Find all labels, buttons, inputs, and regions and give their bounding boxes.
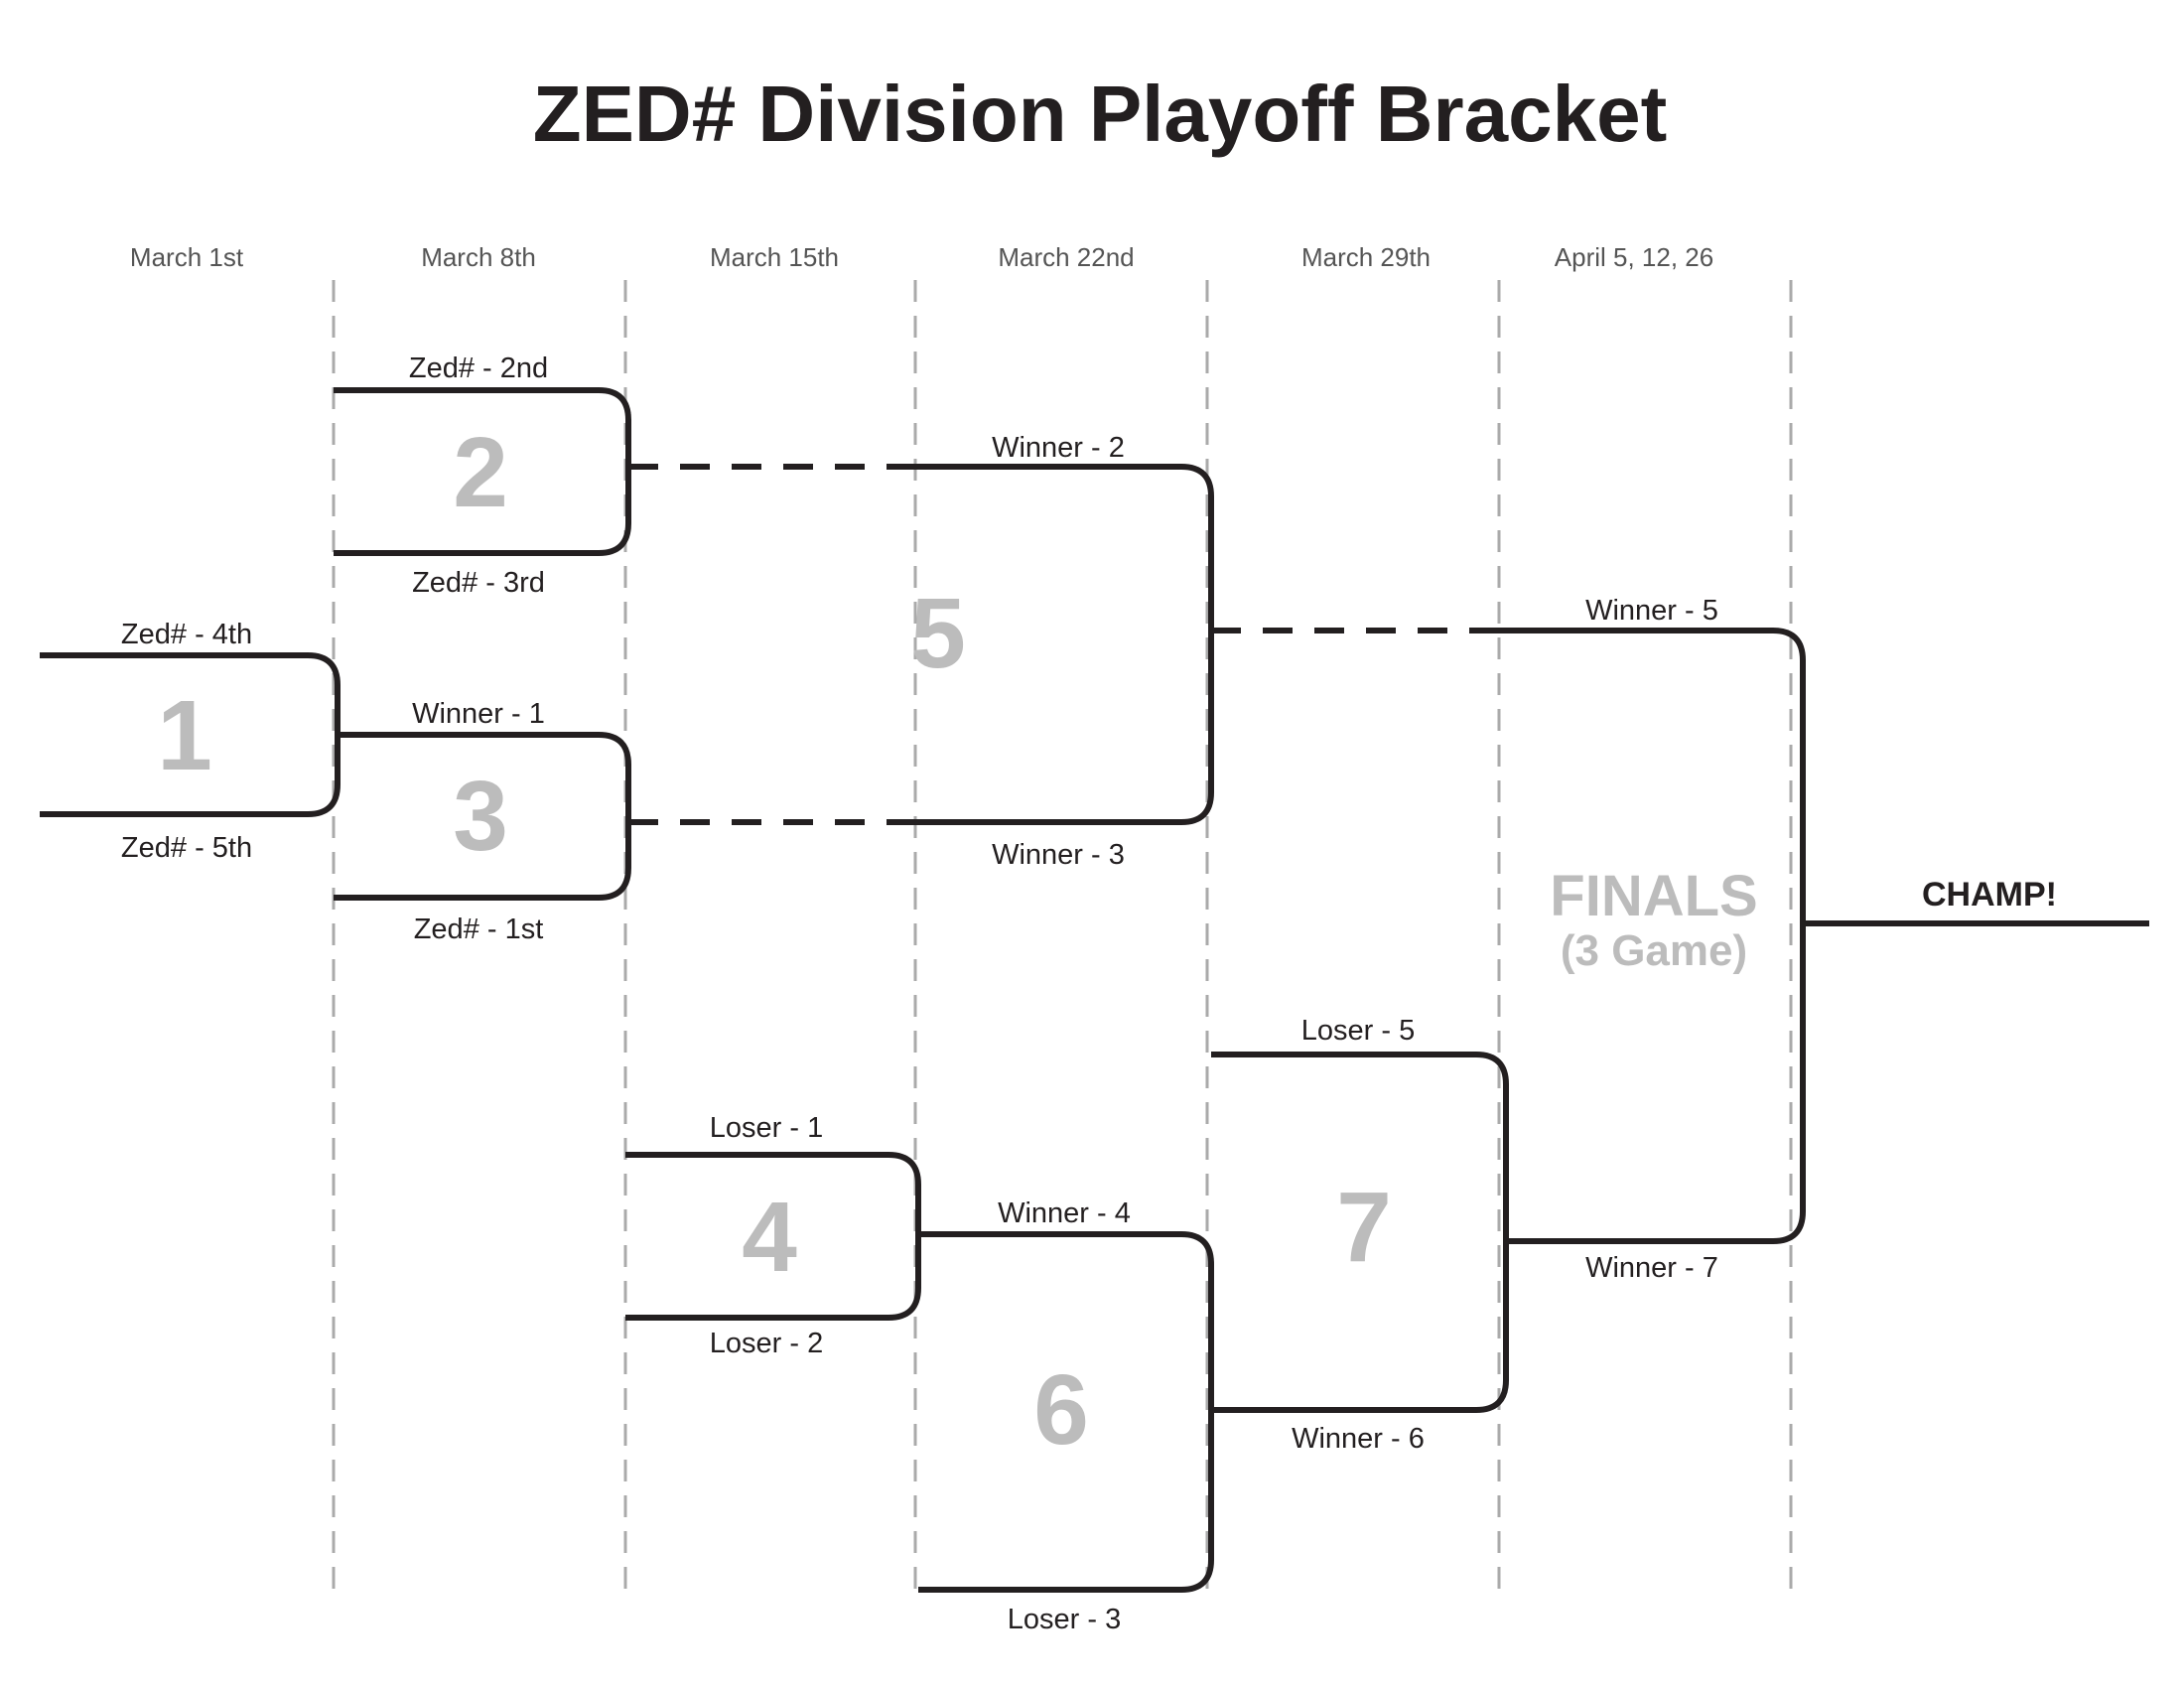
game-5: Winner - 2 Winner - 3 5 — [910, 432, 1214, 871]
game-4-bottom-team: Loser - 2 — [710, 1328, 823, 1359]
game-5-bottom-team: Winner - 3 — [992, 839, 1125, 871]
game-7-top-team: Loser - 5 — [1301, 1015, 1415, 1047]
game-2-top-team: Zed# - 2nd — [409, 352, 548, 384]
game-3-number: 3 — [453, 761, 508, 872]
game-5-top-team: Winner - 2 — [992, 432, 1125, 464]
finals-bracket — [1499, 628, 1806, 1244]
game-1-number: 1 — [157, 680, 212, 791]
game-7-bracket — [1211, 1052, 1509, 1413]
finals-top-team: Winner - 5 — [1585, 595, 1718, 627]
game-3-top-team: Winner - 1 — [412, 698, 545, 730]
game-6-number: 6 — [1033, 1354, 1089, 1466]
game-5-bracket — [915, 464, 1214, 825]
game-4-top-team: Loser - 1 — [710, 1112, 823, 1144]
game-2-bracket — [334, 387, 631, 556]
game-7-number: 7 — [1336, 1172, 1392, 1283]
page-title: ZED# Division Playoff Bracket — [533, 70, 1668, 158]
game-6: Winner - 4 Loser - 3 6 — [918, 1197, 1214, 1635]
date-round-1: March 1st — [130, 242, 244, 272]
game-7-bottom-team: Winner - 6 — [1292, 1423, 1425, 1455]
finals-subtitle: (3 Game) — [1561, 926, 1747, 975]
game-2-number: 2 — [453, 417, 508, 528]
finals: Winner - 5 Winner - 7 FINALS (3 Game) CH… — [1499, 595, 2149, 1284]
game-1-top-team: Zed# - 4th — [121, 619, 252, 650]
game-2: Zed# - 2nd Zed# - 3rd 2 — [334, 352, 631, 599]
date-round-4: March 22nd — [998, 242, 1134, 272]
champion-label: CHAMP! — [1922, 876, 2057, 914]
game-3: Winner - 1 Zed# - 1st 3 — [334, 698, 631, 945]
game-3-bracket — [334, 732, 631, 901]
game-2-bottom-team: Zed# - 3rd — [412, 567, 545, 599]
game-6-bottom-team: Loser - 3 — [1008, 1604, 1121, 1635]
game-1-bottom-team: Zed# - 5th — [121, 832, 252, 864]
date-round-5: March 29th — [1301, 242, 1431, 272]
game-1: Zed# - 4th Zed# - 5th 1 — [40, 619, 341, 864]
game-4: Loser - 1 Loser - 2 4 — [625, 1112, 921, 1359]
game-6-top-team: Winner - 4 — [998, 1197, 1131, 1229]
date-round-2: March 8th — [421, 242, 536, 272]
game-4-number: 4 — [742, 1182, 797, 1293]
game-5-number: 5 — [910, 578, 966, 689]
game-3-bottom-team: Zed# - 1st — [414, 914, 544, 945]
date-round-6: April 5, 12, 26 — [1555, 242, 1713, 272]
finals-title: FINALS — [1550, 864, 1757, 928]
date-round-3: March 15th — [710, 242, 839, 272]
finals-bottom-team: Winner - 7 — [1585, 1252, 1718, 1284]
date-headers: March 1st March 8th March 15th March 22n… — [130, 242, 1713, 272]
game-7: Loser - 5 Winner - 6 7 — [1211, 1015, 1509, 1455]
